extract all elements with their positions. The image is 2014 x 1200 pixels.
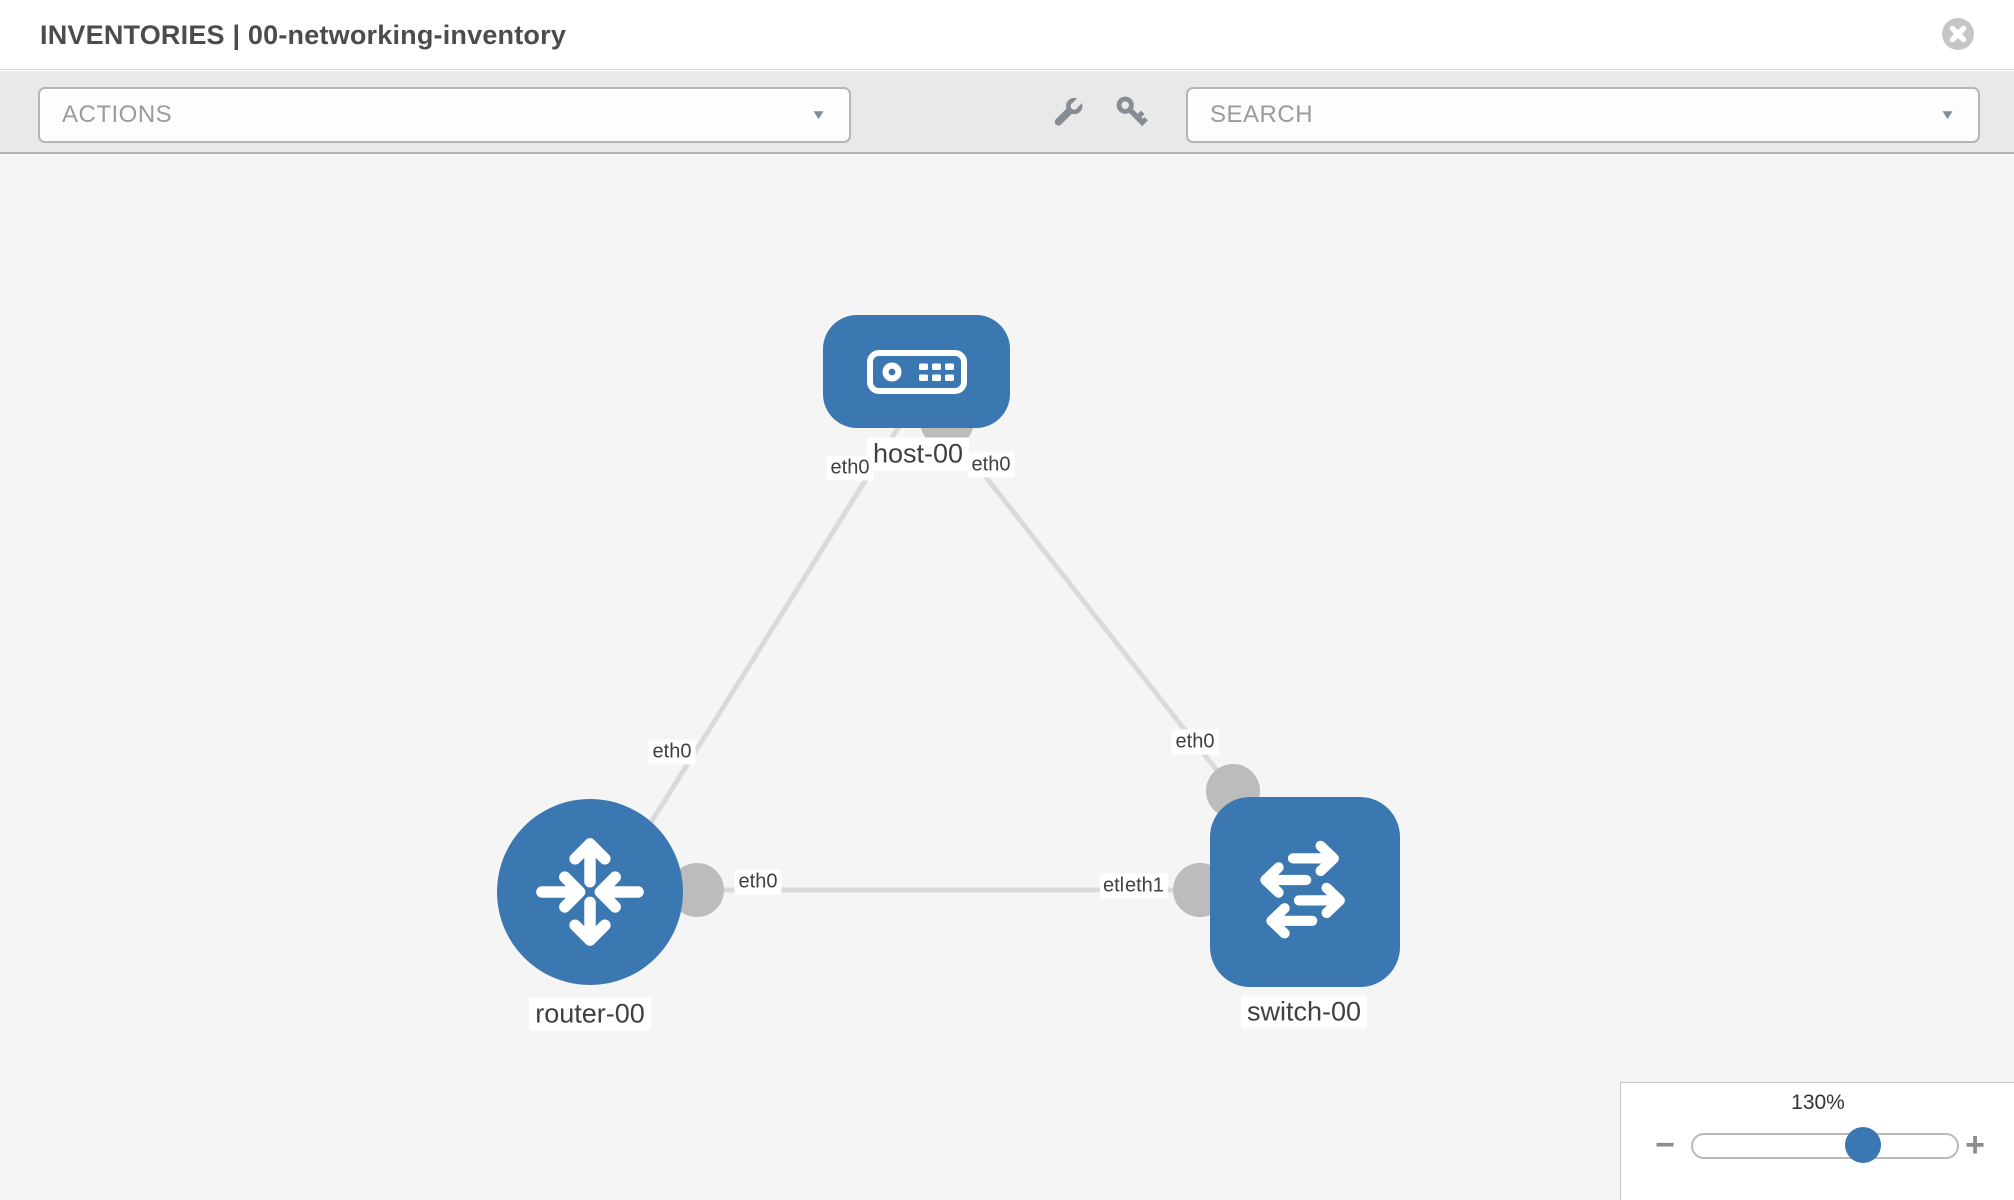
zoom-value-label: 130% <box>1791 1091 1845 1114</box>
key-button[interactable] <box>1111 91 1155 135</box>
toolbar: ACTIONS ▼ <box>0 71 2014 154</box>
node-label-host: host-00 <box>866 437 970 471</box>
node-label-router: router-00 <box>529 997 651 1031</box>
node-router-00[interactable] <box>497 799 683 985</box>
topology-canvas[interactable]: host-00 router-00 switch-00 eth0 eth0 et… <box>0 154 2014 1200</box>
header: INVENTORIES | 00-networking-inventory <box>0 0 2014 70</box>
zoom-slider-track[interactable] <box>1691 1133 1959 1159</box>
link-host-router <box>637 423 903 842</box>
wrench-button[interactable] <box>1045 91 1089 135</box>
node-label-switch: switch-00 <box>1240 995 1368 1029</box>
node-switch-00[interactable] <box>1210 797 1400 987</box>
wrench-icon <box>1054 96 1084 126</box>
zoom-panel: 130% − + <box>1620 1082 2014 1200</box>
interface-label-eth1: eth1 <box>1124 873 1168 899</box>
close-button[interactable] <box>1941 17 1975 51</box>
search-dropdown-label: SEARCH <box>1210 101 1314 128</box>
interface-label-router-top: eth0 <box>648 739 696 765</box>
chevron-down-icon: ▼ <box>810 107 827 123</box>
interface-label-switch-left: etl eth1 <box>1100 873 1168 899</box>
key-icon <box>1116 96 1148 127</box>
close-icon <box>1942 18 1974 50</box>
interface-label-switch-top: eth0 <box>1171 729 1219 755</box>
host-icon <box>866 349 967 394</box>
link-layer <box>637 423 1235 893</box>
interface-label-host-left: eth0 <box>826 455 874 481</box>
interface-label-partial: etl <box>1100 873 1124 899</box>
search-dropdown[interactable]: SEARCH ▼ <box>1186 87 1980 143</box>
interface-label-router-right: eth0 <box>734 869 782 895</box>
node-host-00[interactable] <box>823 315 1010 428</box>
router-icon <box>536 838 644 946</box>
actions-dropdown[interactable]: ACTIONS ▼ <box>38 87 851 143</box>
zoom-slider-thumb[interactable] <box>1845 1127 1881 1163</box>
switch-icon <box>1260 840 1345 939</box>
zoom-in-button[interactable]: + <box>1965 1125 1985 1164</box>
interface-label-host-right: eth0 <box>967 452 1015 478</box>
chevron-down-icon: ▼ <box>1939 107 1956 123</box>
zoom-out-button[interactable]: − <box>1655 1125 1675 1164</box>
page-title: INVENTORIES | 00-networking-inventory <box>40 20 567 50</box>
actions-dropdown-label: ACTIONS <box>62 101 173 128</box>
